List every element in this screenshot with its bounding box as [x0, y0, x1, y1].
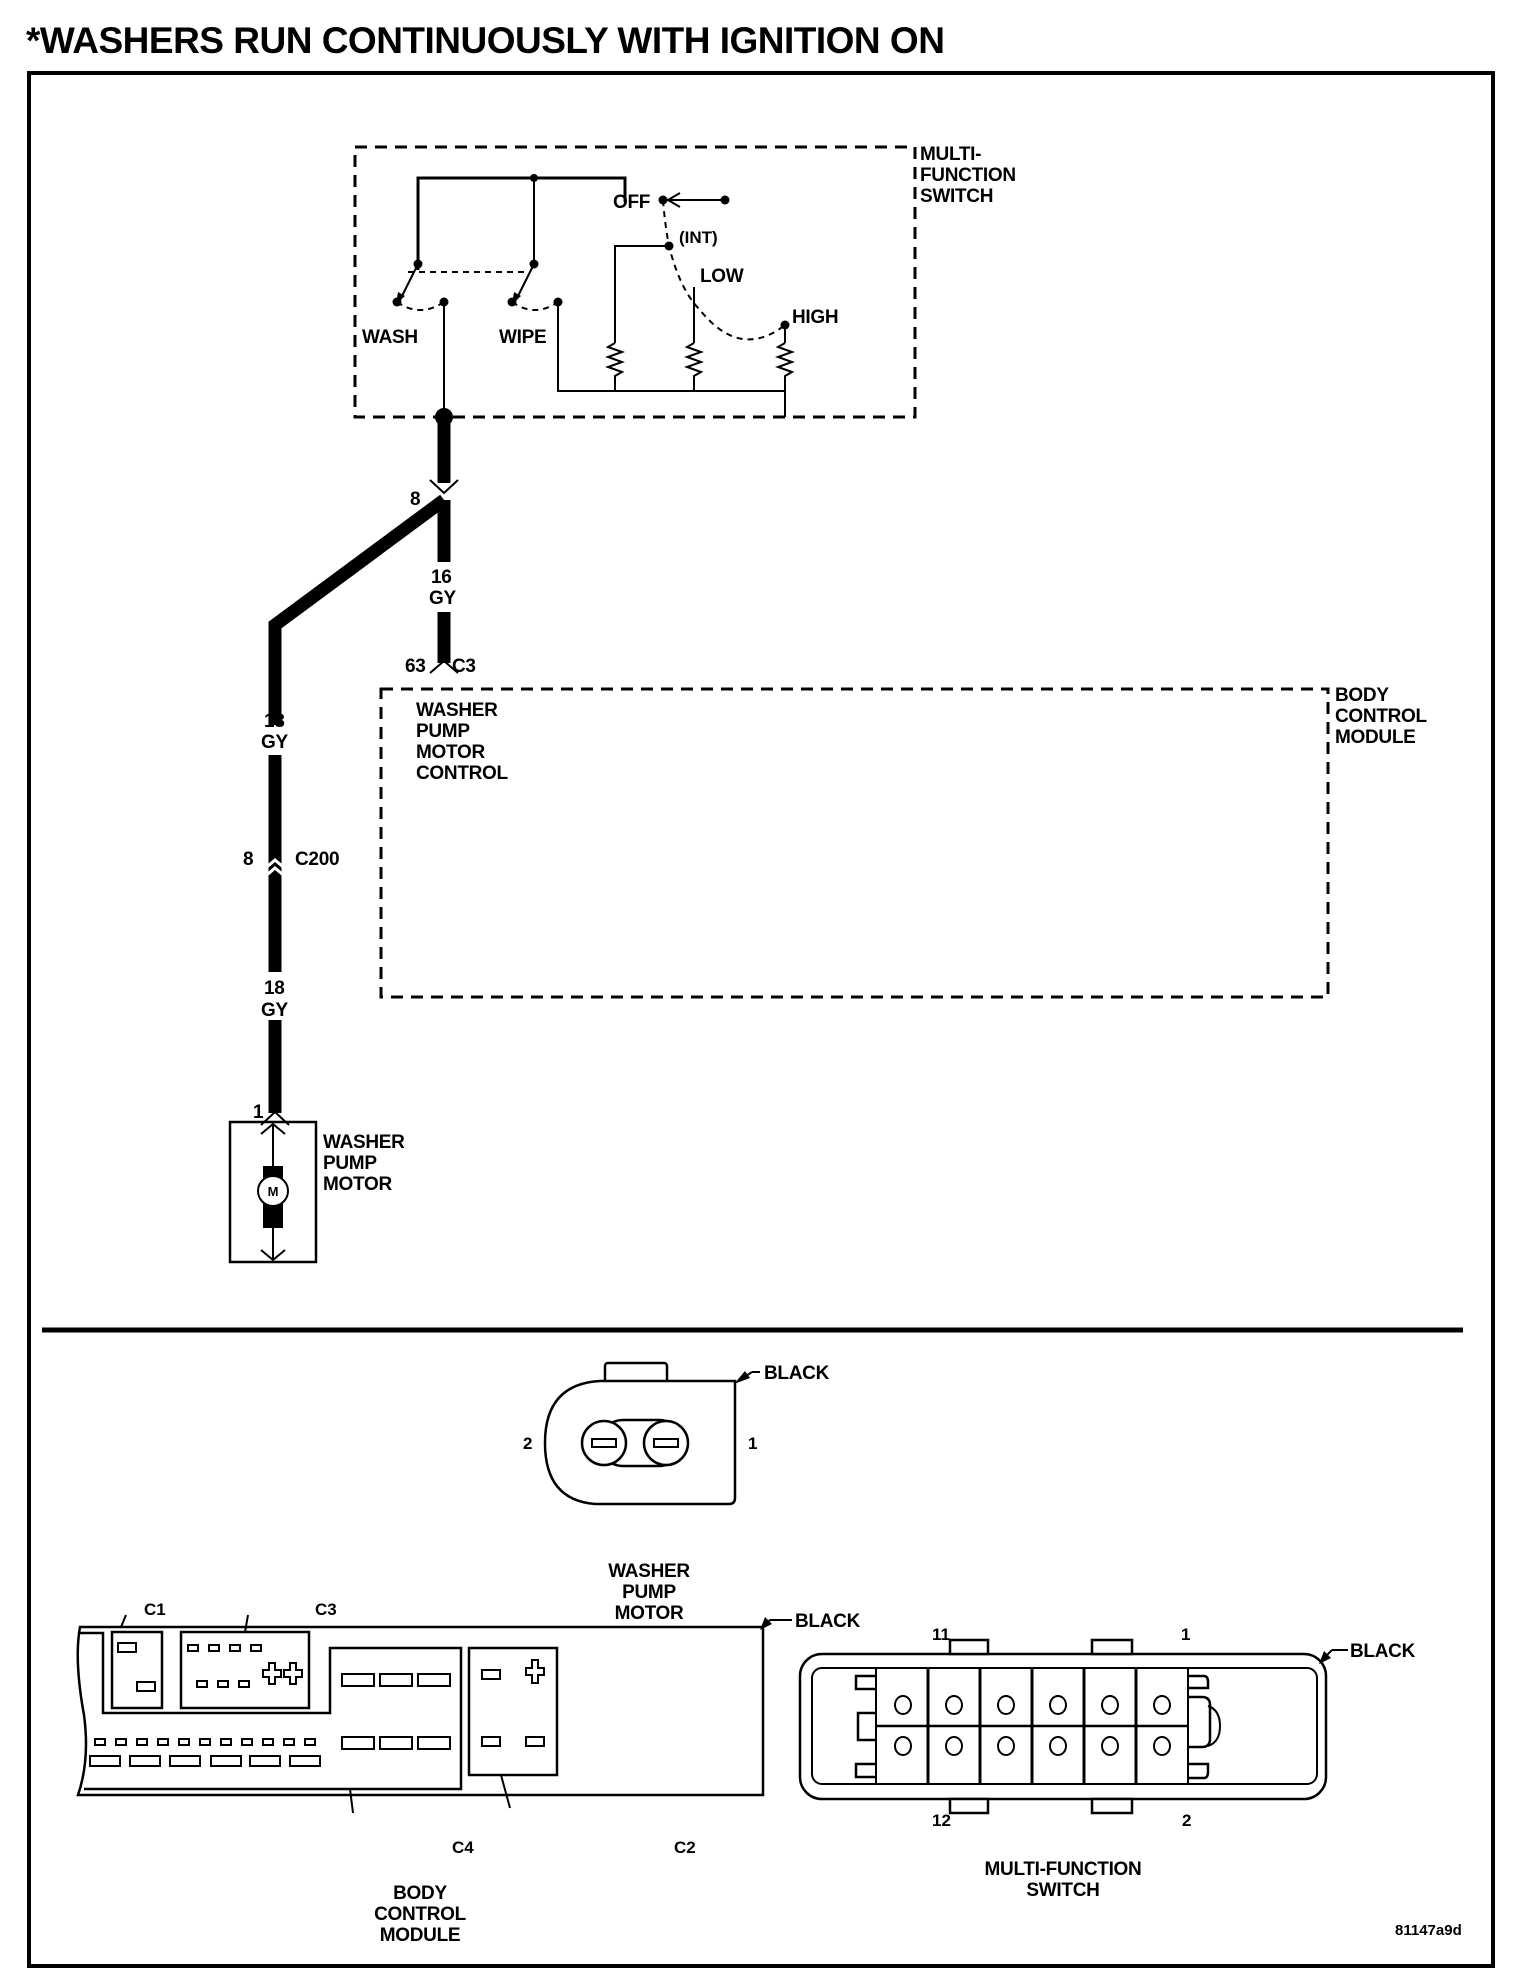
- motor-symbol: M: [268, 1184, 279, 1199]
- mfs-pin-1-label: 1: [1181, 1625, 1190, 1644]
- bcm-connector-label: C3: [452, 656, 476, 677]
- mfs-label-line2: FUNCTION: [920, 165, 1016, 186]
- mfs-connector-label-line1: MULTI-FUNCTION: [985, 1859, 1142, 1880]
- mfs-label-line3: SWITCH: [920, 186, 993, 207]
- multi-function-switch-boundary: [353, 145, 917, 419]
- bcm-function-line2: PUMP: [416, 721, 470, 742]
- splice-pin-label: 8: [410, 489, 420, 510]
- motor-label-line2: PUMP: [323, 1153, 377, 1174]
- mfs-label-line1: MULTI-: [920, 144, 981, 165]
- motor-connector-body: [543, 1379, 737, 1506]
- int-position-label: (INT): [679, 228, 718, 247]
- mfs-connector-color: BLACK: [1350, 1641, 1416, 1662]
- wire-18-lower-gauge: 18: [264, 978, 285, 999]
- mfs-connector-view: 11 1 12 2 BLACK MULTI-FUNCTION SWITCH: [798, 1625, 1416, 1901]
- bcm-function-line1: WASHER: [416, 700, 498, 721]
- multi-function-switch-schematic: MULTI- FUNCTION SWITCH WASH WIPE: [353, 144, 1016, 419]
- bcm-function-line3: MOTOR: [416, 742, 485, 763]
- off-position-label: OFF: [613, 192, 650, 213]
- wiring: 8 16 GY 63 C3 18 GY 8 C200 18 GY 1: [243, 408, 476, 1126]
- bcm-function-line4: CONTROL: [416, 763, 509, 784]
- motor-icon: [257, 1175, 289, 1207]
- motor-box: [228, 1120, 318, 1264]
- bcm-label-line3: MODULE: [1335, 727, 1416, 748]
- bcm-boundary: [379, 687, 1330, 999]
- figure-id: 81147a9d: [1395, 1922, 1462, 1939]
- low-resistor: [684, 342, 704, 391]
- motor-connector-label-line3: MOTOR: [615, 1603, 684, 1624]
- low-position-label: LOW: [700, 266, 744, 287]
- body-control-module-schematic: BODY CONTROL MODULE WASHER PUMP MOTOR CO…: [379, 685, 1428, 999]
- mfs-pins: [894, 1695, 1171, 1756]
- motor-label-line1: WASHER: [323, 1132, 405, 1153]
- wire-18-lower-color: GY: [261, 1000, 288, 1021]
- motor-label-line3: MOTOR: [323, 1174, 392, 1195]
- washer-pump-motor-schematic: M WASHER PUMP MOTOR: [228, 1120, 405, 1264]
- wash-position-label: WASH: [362, 327, 418, 348]
- mfs-pin-11-label: 11: [932, 1625, 950, 1644]
- bcm-connector-label-line2: CONTROL: [374, 1904, 467, 1925]
- mfs-connector-label-line2: SWITCH: [1026, 1880, 1099, 1901]
- bcm-label-line2: CONTROL: [1335, 706, 1428, 727]
- motor-pin-label: 1: [253, 1102, 264, 1123]
- washer-pump-motor-connector-view: 2 1 BLACK WASHER PUMP MOTOR: [523, 1361, 830, 1624]
- wire-18-upper-color: GY: [261, 732, 288, 753]
- diagram-frame: [27, 71, 1495, 1968]
- bcm-connector-view: C1 C3 C4 C2 BLACK BODY CONTROL MODULE: [76, 1600, 861, 1946]
- high-resistor: [775, 342, 795, 417]
- motor-connector-label-line1: WASHER: [608, 1561, 690, 1582]
- motor-connector-pin-2: 2: [523, 1434, 532, 1453]
- bcm-c4-label: C4: [452, 1838, 474, 1857]
- wire-16-color: GY: [429, 588, 456, 609]
- mfs-pin-2-label: 2: [1182, 1811, 1191, 1830]
- wire-16-gauge: 16: [431, 567, 452, 588]
- bcm-connector-label-line1: BODY: [393, 1883, 447, 1904]
- mfs-pin-12-label: 12: [932, 1811, 951, 1830]
- high-position-label: HIGH: [792, 307, 838, 328]
- motor-connector-pin-1: 1: [748, 1434, 757, 1453]
- wire-to-c200: [268, 494, 448, 725]
- bcm-c3-label: C3: [315, 1600, 337, 1619]
- wipe-position-label: WIPE: [499, 327, 546, 348]
- bcm-connector-color: BLACK: [795, 1611, 861, 1632]
- c200-connector-label: C200: [295, 849, 339, 870]
- motor-connector-color: BLACK: [764, 1363, 830, 1384]
- bcm-label-line1: BODY: [1335, 685, 1389, 706]
- bcm-c2-label: C2: [674, 1838, 696, 1857]
- wire-18-upper-gauge: 18: [264, 711, 285, 732]
- page-title: *WASHERS RUN CONTINUOUSLY WITH IGNITION …: [26, 20, 944, 61]
- bcm-c1-label: C1: [144, 1600, 166, 1619]
- motor-connector-label-line2: PUMP: [622, 1582, 676, 1603]
- bcm-connector-label-line3: MODULE: [380, 1925, 461, 1946]
- int-resistor: [605, 342, 625, 391]
- c200-pin-label: 8: [243, 849, 253, 870]
- bcm-pin-label: 63: [405, 656, 426, 677]
- switch-top-bus: [416, 176, 627, 270]
